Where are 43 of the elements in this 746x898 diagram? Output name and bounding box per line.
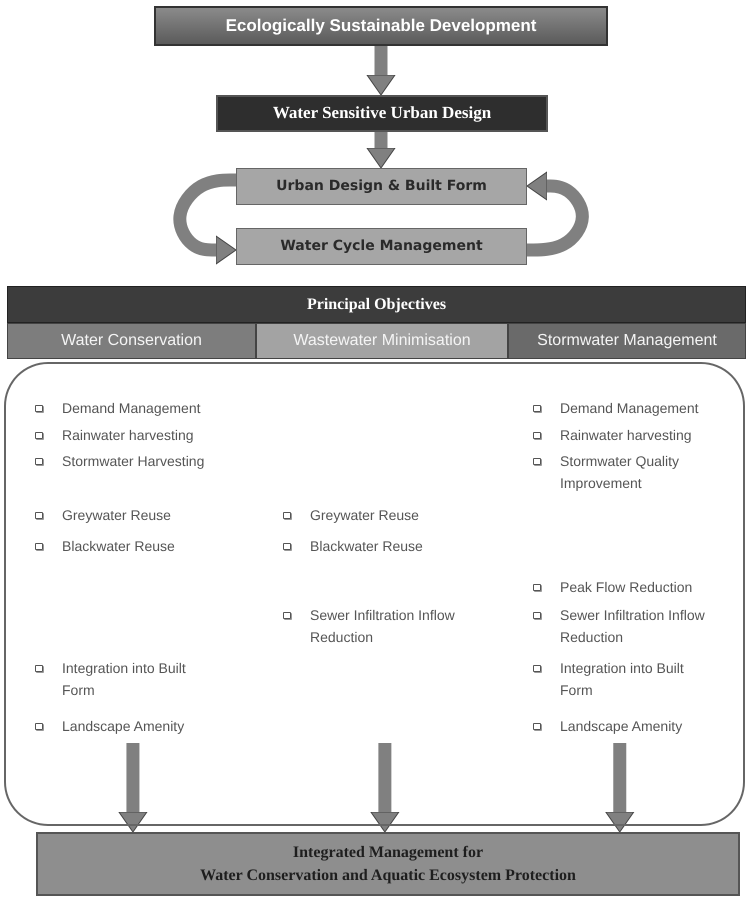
block-arrow (370, 743, 400, 832)
block-arrow (605, 743, 634, 832)
block-arrow (366, 132, 396, 168)
column-header (7, 323, 256, 359)
list-item-text: Landscape Amenity (560, 717, 684, 736)
box-title: Ecologically Sustainable Development (226, 14, 536, 37)
block-arrow (366, 46, 396, 96)
box-label: Urban Design & Built Form (276, 177, 487, 196)
process-box (154, 6, 608, 46)
process-box (236, 168, 527, 205)
process-box (236, 228, 527, 265)
header-band (7, 286, 746, 323)
column-title: Wastewater Minimisation (293, 331, 471, 352)
box-title: Water Conservation and Aquatic Ecosystem Protection (200, 866, 576, 886)
list-item-text: Sewer Infiltration Inflow Reduction (560, 606, 706, 648)
list-item-text: Stormwater Harvesting (62, 452, 206, 471)
column-title: Stormwater Management (537, 331, 717, 352)
block-arrow (526, 172, 589, 256)
outcome-box (36, 832, 740, 896)
list-item-text: Demand Management (62, 399, 202, 418)
block-arrow (118, 743, 148, 832)
list-item-text: Greywater Reuse (310, 506, 420, 525)
list-item-text: Rainwater harvesting (560, 426, 693, 445)
box-label: Water Cycle Management (280, 237, 483, 256)
box-title: Water Sensitive Urban Design (272, 102, 492, 124)
band-title: Principal Objectives (306, 294, 446, 315)
column-header (508, 323, 746, 359)
list-item-text: Integration into Built Form (560, 659, 685, 700)
rounded-container (4, 362, 745, 826)
list-item-text: Demand Management (560, 399, 700, 418)
list-item-text: Peak Flow Reduction (560, 578, 694, 597)
column-header (256, 323, 508, 359)
box-title: Integrated Management for (292, 842, 484, 863)
list-item-text: Rainwater harvesting (62, 426, 195, 445)
list-item-text: Landscape Amenity (62, 717, 186, 736)
process-box (216, 95, 548, 132)
list-item-text: Blackwater Reuse (310, 537, 424, 556)
list-item-text: Sewer Infiltration Inflow Reduction (310, 606, 456, 648)
list-item-text: Integration into Built Form (62, 659, 187, 700)
list-item-text: Stormwater Quality Improvement (560, 452, 680, 494)
list-item-text: Blackwater Reuse (62, 537, 176, 556)
column-title: Water Conservation (61, 331, 202, 352)
list-item-text: Greywater Reuse (62, 506, 172, 525)
